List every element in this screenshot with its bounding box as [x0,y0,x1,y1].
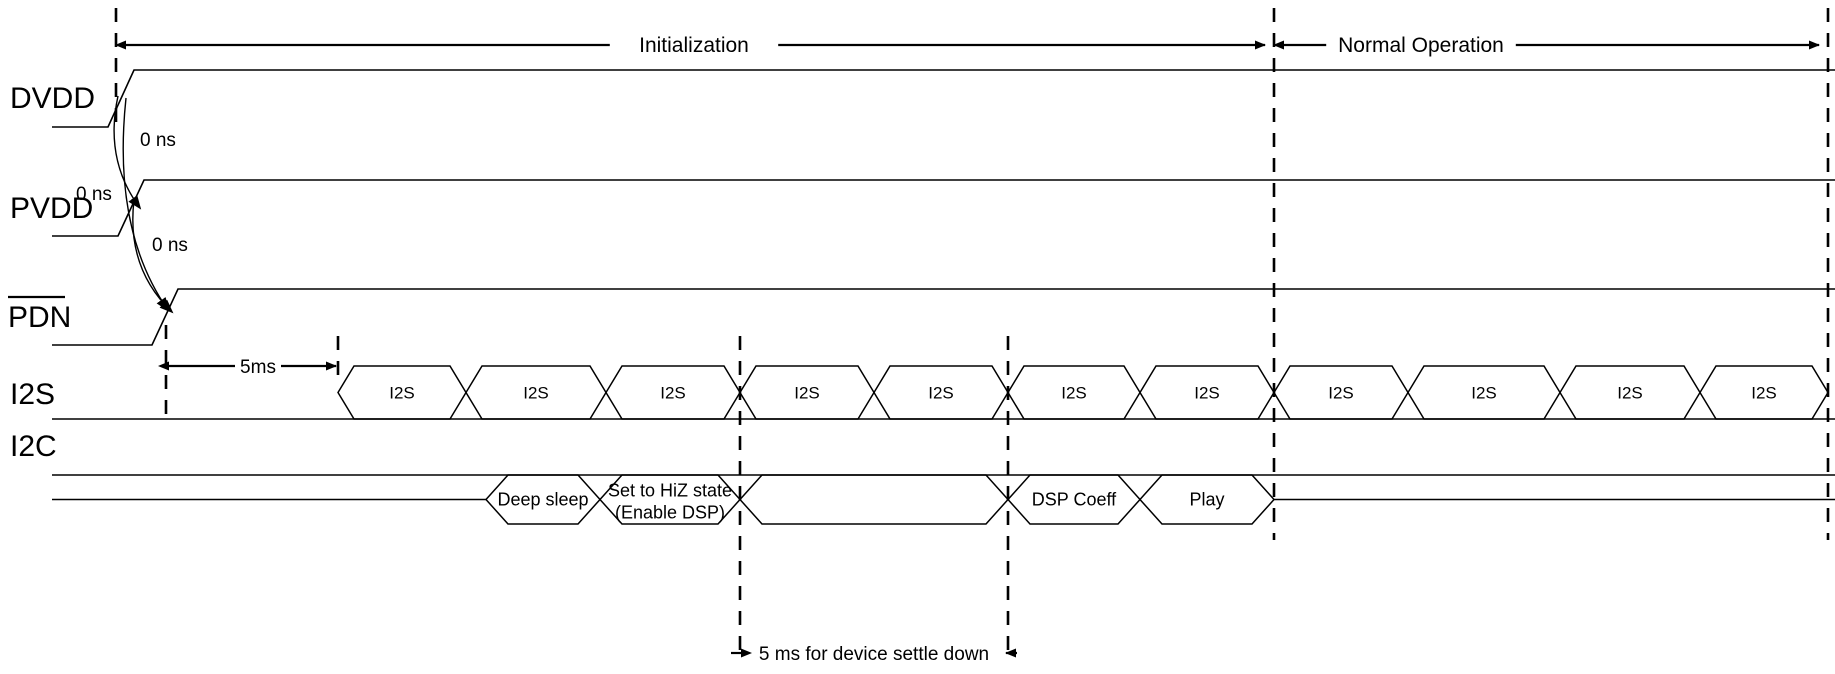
i2s-bus-segment-label: I2S [660,384,686,403]
i2s-bus-group: I2S I2S I2S I2S I2S I2S I2S I2S I2S I2S I2S [337,365,1829,420]
i2s-bus-segment-label: I2S [1471,384,1497,403]
signal-labels-group: DVDD PVDD PDN I2S I2C [8,82,95,463]
marker-lines-group [114,8,1830,660]
i2s-bus-segment-label: I2S [1751,384,1777,403]
signal-label-pvdd: PVDD [10,192,93,225]
phase-bars-group: Initialization Normal Operation [115,34,1820,57]
arrow-dvdd-to-pvdd [113,95,142,210]
i2s-bus-segment-label: I2S [1194,384,1220,403]
i2s-bus-segment-label: I2S [389,384,415,403]
i2s-bus-segment-label: I2S [1061,384,1087,403]
signal-waveforms-group [52,69,1835,476]
measure-label-device-settle-5ms: 5 ms for device settle down [759,644,989,665]
i2c-bus-segment-label-set-hiz: Set to HiZ state [608,481,732,501]
skew-arrows-group [113,95,174,314]
i2s-bus-segment-label: I2S [523,384,549,403]
skew-label-pvdd-left: 0 ns [76,184,112,205]
i2c-bus-segment-label-play: Play [1189,490,1224,510]
skew-label-pvdd-pdn: 0 ns [152,235,188,256]
i2s-bus-segment-label: I2S [794,384,820,403]
skew-label-dvdd-pvdd: 0 ns [140,130,176,151]
i2c-bus-group: Deep sleep Set to HiZ state(Enable DSP) DS… [52,474,1835,525]
signal-label-dvdd: DVDD [10,82,95,115]
i2c-bus-segment-label-deep-sleep: Deep sleep [497,490,588,510]
arrow-dvdd-to-pdn [122,97,170,312]
signal-label-i2c: I2C [10,430,57,463]
i2s-bus-segment-label: I2S [1328,384,1354,403]
waveform-dvdd [52,69,1835,128]
i2s-bus-segment-label: I2S [928,384,954,403]
arrow-pvdd-to-pdn [132,199,174,314]
phase-label-normal-operation: Normal Operation [1338,34,1504,57]
measurement-group: 5ms 5 ms for device settle down [158,357,1017,665]
i2s-bus-segment-label: I2S [1617,384,1643,403]
waveform-pvdd [52,179,1835,237]
skew-labels-group: 0 ns 0 ns 0 ns [76,130,188,256]
signal-label-pdn: PDN [8,301,71,334]
waveform-pdn [52,288,1835,346]
i2c-bus-segment-label2-set-hiz: (Enable DSP) [615,503,725,523]
signal-label-i2s: I2S [10,378,55,411]
measure-label-pdn-to-i2s-5ms: 5ms [240,357,276,378]
phase-label-initialization: Initialization [639,34,749,57]
i2c-bus-segment-settle-blank [738,474,1010,525]
i2c-bus-segment-play [1138,474,1276,525]
i2s-bus-segment [1699,365,1829,420]
i2c-bus-segment-label-dsp-coeff: DSP Coeff [1032,490,1117,510]
